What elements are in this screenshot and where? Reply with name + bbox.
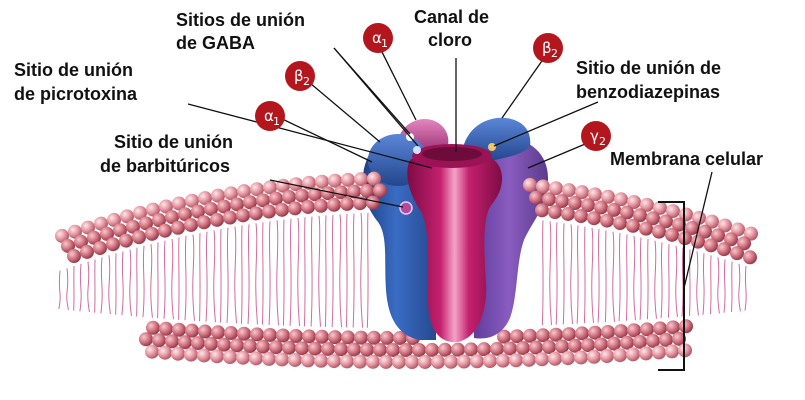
subunit-badge-beta2-left: β2 xyxy=(285,61,315,91)
barbiturate-binding-site xyxy=(400,202,412,214)
subunit-badge-gamma2: γ2 xyxy=(581,121,611,151)
gaba-site-label-line1: Sitios de unión xyxy=(176,10,305,30)
subunit-badge-alpha1-top: α1 xyxy=(363,23,393,53)
channel-pore xyxy=(422,147,482,161)
chloride-channel-label-line1: Canal de xyxy=(414,7,489,27)
barbiturate-site-label-line2: de barbitúricos xyxy=(100,156,230,176)
gaba-site-label-line2: de GABA xyxy=(176,33,255,53)
benzodiazepine-site-label-line2: benzodiazepinas xyxy=(576,82,720,102)
svg-text:2: 2 xyxy=(551,47,558,60)
cell-membrane-label: Membrana celular xyxy=(610,149,763,169)
svg-text:2: 2 xyxy=(599,135,606,148)
svg-text:1: 1 xyxy=(381,37,388,50)
barbiturate-site-label-line1: Sitio de unión xyxy=(114,132,233,152)
picrotoxin-site-label-line1: Sitio de unión xyxy=(14,60,133,80)
svg-text:1: 1 xyxy=(273,115,280,128)
svg-text:γ: γ xyxy=(590,127,599,145)
subunit-badge-alpha1-left: α1 xyxy=(255,101,285,131)
chloride-channel-label-line2: cloro xyxy=(428,30,472,50)
benzodiazepine-site-label-line1: Sitio de unión de xyxy=(576,58,721,78)
benzodiazepine-binding-site xyxy=(488,143,496,151)
svg-text:2: 2 xyxy=(303,75,310,88)
picrotoxin-site-label-line2: de picrotoxina xyxy=(14,84,138,104)
subunit-badge-beta2-right: β2 xyxy=(533,33,563,63)
gaba-binding-site-2 xyxy=(413,146,421,154)
